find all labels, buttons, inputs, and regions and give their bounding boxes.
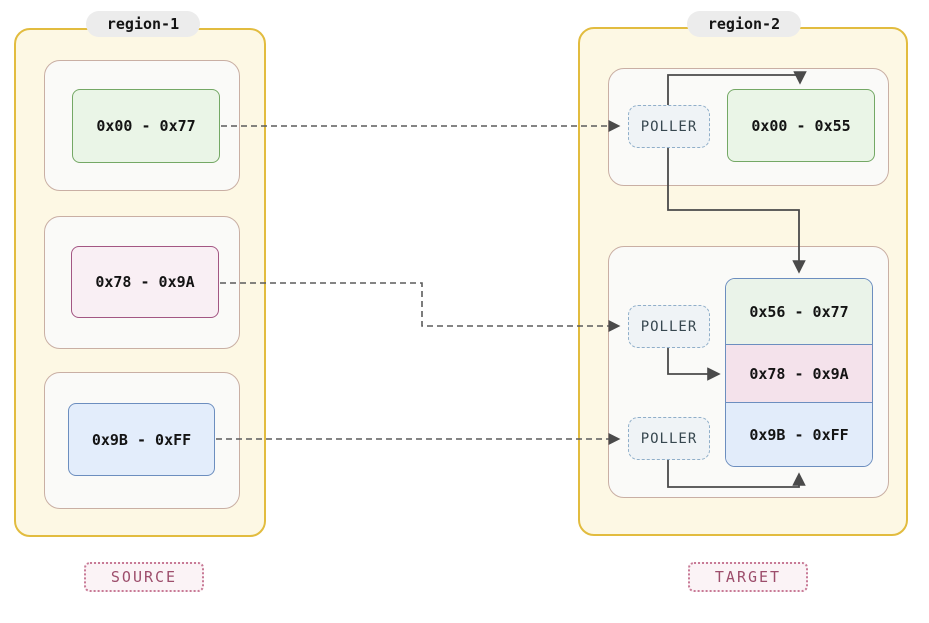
memory-block-source-3: 0x9B - 0xFF xyxy=(68,403,215,476)
poller-1: POLLER xyxy=(628,105,710,148)
source-badge: SOURCE xyxy=(84,562,204,592)
region-target-label: region-2 xyxy=(687,11,801,37)
region-source-label: region-1 xyxy=(86,11,200,37)
poller-2: POLLER xyxy=(628,305,710,348)
memory-block-target-stack-2: 0x78 - 0x9A xyxy=(726,344,872,403)
memory-block-target-stack: 0x56 - 0x77 0x78 - 0x9A 0x9B - 0xFF xyxy=(725,278,873,467)
memory-block-source-2: 0x78 - 0x9A xyxy=(71,246,219,318)
edge-dashed-block2-to-poller2 xyxy=(220,282,621,332)
memory-block-source-1: 0x00 - 0x77 xyxy=(72,89,220,163)
memory-block-target-stack-3: 0x9B - 0xFF xyxy=(726,403,872,466)
memory-block-target-top: 0x00 - 0x55 xyxy=(727,89,875,162)
poller-3: POLLER xyxy=(628,417,710,460)
memory-block-target-stack-1: 0x56 - 0x77 xyxy=(726,279,872,344)
target-badge: TARGET xyxy=(688,562,808,592)
